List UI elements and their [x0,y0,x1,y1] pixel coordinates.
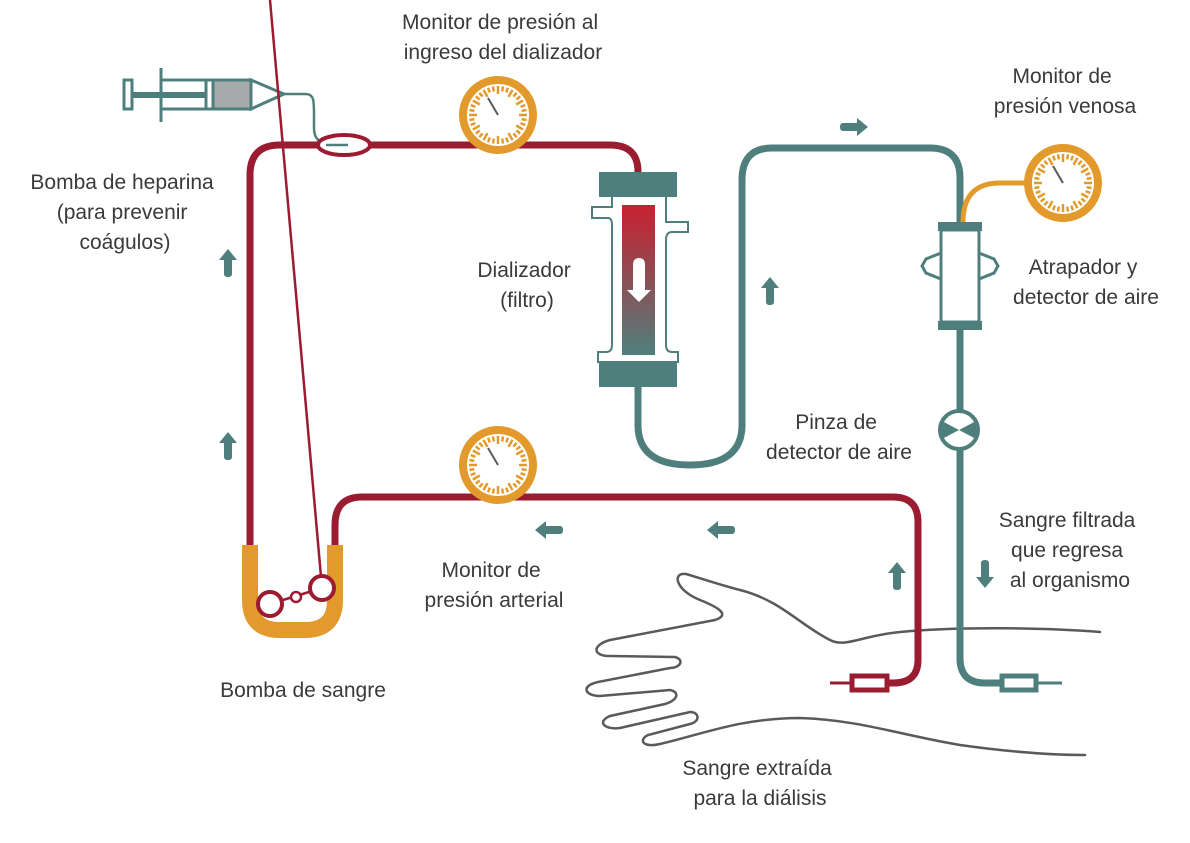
filtered-blood-label: Sangre filtrada que regresa al organismo [999,509,1141,592]
label-line: coágulos) [79,231,170,254]
syringe-icon [122,68,344,145]
inlet-pressure-gauge-icon [459,76,537,154]
label-line: Monitor de [441,559,540,582]
venous-pressure-gauge-icon [1024,144,1102,222]
label-line: Dializador [477,259,570,282]
label-line: ingreso del dializador [404,41,602,64]
inlet-monitor-label: Monitor de presión al ingreso del dializ… [402,11,604,64]
arterial-line [246,141,922,687]
label-line: presión arterial [425,589,564,612]
label-line: Bomba de heparina [30,171,214,194]
flow-arrow-icon [840,118,868,136]
dialyzer-label: Dializador (filtro) [477,259,576,312]
air-clamp-label: Pinza de detector de aire [766,411,912,464]
label-line: (filtro) [500,289,554,312]
flow-arrow-icon [761,277,779,305]
label-line: Monitor de [1012,65,1111,88]
air-trap-icon [920,222,1000,330]
flow-arrow-icon [888,562,906,590]
venous-line [634,144,1002,687]
heparin-injection-port [316,133,372,157]
label-line: al organismo [1010,569,1130,592]
flow-arrow-icon [976,560,994,588]
drawn-blood-label: Sangre extraída para la diálisis [682,757,837,810]
arterial-pressure-gauge-icon [459,426,537,504]
blood-pump-label: Bomba de sangre [220,679,386,702]
label-line: que regresa [1011,539,1123,562]
label-line: Sangre filtrada [999,509,1136,532]
arterial-needle-icon [830,673,890,693]
venous-monitor-label: Monitor de presión venosa [994,65,1137,118]
venous-monitor-tube [960,180,1030,223]
label-line: Pinza de [795,411,877,434]
label-line: detector de aire [1013,286,1159,309]
flow-arrow-icon [219,249,237,277]
label-line: Atrapador y [1029,256,1138,279]
dialyzer-icon [591,172,689,387]
arterial-monitor-label: Monitor de presión arterial [425,559,564,612]
label-line: detector de aire [766,441,912,464]
flow-arrow-icon [707,521,735,539]
air-trap-label: Atrapador y detector de aire [1013,256,1159,309]
clamp-icon [938,409,980,451]
label-line: presión venosa [994,95,1137,118]
heparin-pump-label: Bomba de heparina (para prevenir coágulo… [30,171,219,254]
label-line: Bomba de sangre [220,679,386,702]
flow-arrow-icon [535,521,563,539]
venous-needle-icon [999,673,1062,693]
hand-arm-icon [585,572,1102,757]
label-line: Sangre extraída [682,757,832,780]
roller-pump-icon [242,0,343,638]
label-line: (para prevenir [57,201,188,224]
flow-arrow-icon [219,432,237,460]
label-line: para la diálisis [693,787,826,810]
label-line: Monitor de presión al [402,11,598,34]
